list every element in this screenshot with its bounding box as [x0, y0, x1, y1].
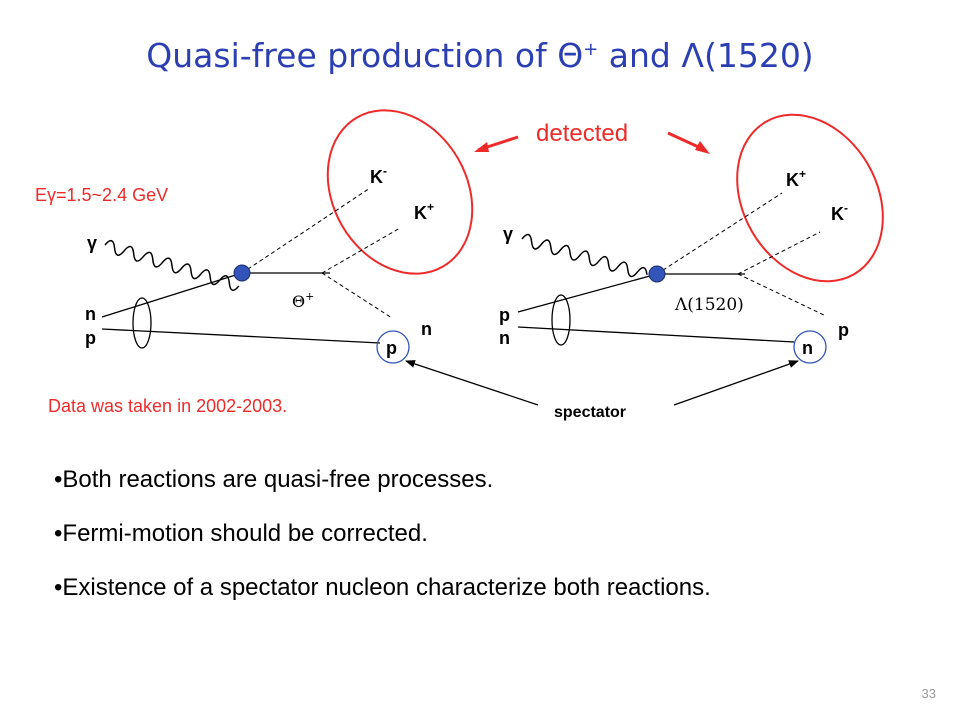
left-spectator-nucleon-label: p — [386, 338, 397, 358]
left-initial-bottom-label: p — [85, 328, 96, 348]
right-vertex — [648, 265, 666, 283]
left-k-lower-label: K+ — [414, 200, 434, 223]
left-k-minus-track — [241, 187, 371, 274]
right-deuteron-ellipse — [551, 294, 571, 346]
energy-label: Eγ=1.5~2.4 GeV — [35, 185, 168, 205]
left-neutron-track — [321, 272, 393, 319]
left-spectator-line — [101, 328, 381, 344]
left-outgoing-label: n — [421, 319, 432, 339]
left-detected-ellipse — [326, 109, 474, 275]
right-k-lower-label: K- — [831, 201, 848, 224]
left-initial-top-label: n — [85, 304, 96, 324]
detected-label: detected — [536, 120, 628, 147]
right-spectator-nucleon-label: n — [802, 338, 813, 358]
bullet-item: Both reactions are quasi-free processes. — [54, 462, 711, 516]
right-initial-top-label: p — [499, 305, 510, 325]
left-k-upper-label: K- — [370, 164, 387, 187]
left-deuteron-ellipse — [132, 297, 152, 349]
right-proton-track — [737, 273, 827, 317]
right-initial-bottom-label: n — [499, 328, 510, 348]
reaction-diagram: detected Eγ=1.5~2.4 GeV γ n p K- K+ Θ+ n… — [35, 109, 884, 421]
right-spectator-circle — [793, 330, 827, 364]
left-target-line — [101, 272, 243, 318]
bullet-item: Existence of a spectator nucleon charact… — [54, 570, 710, 624]
data-note: Data was taken in 2002-2003. — [48, 396, 287, 416]
right-detected-ellipse — [736, 113, 884, 283]
page-number: 33 — [921, 686, 936, 701]
bullet-list: Both reactions are quasi-free processes.… — [54, 462, 711, 624]
right-spectator-line — [517, 326, 795, 343]
bullet-item: Fermi-motion should be corrected. — [54, 516, 711, 570]
left-spectator-circle — [376, 330, 410, 364]
left-gamma-label: γ — [87, 233, 97, 253]
spectator-arrow-left — [405, 360, 539, 406]
left-reaction: γ n p K- K+ Θ+ n p — [85, 109, 474, 364]
right-photon-line — [521, 233, 648, 278]
slide-title: Quasi-free production of Θ+ and Λ(1520) — [146, 36, 814, 75]
left-intermediate-label: Θ+ — [292, 290, 314, 311]
right-reaction: γ p n K+ K- Λ(1520) p n — [499, 113, 884, 364]
right-k-plus-track — [656, 192, 783, 275]
spectator-arrow-right — [673, 360, 799, 406]
left-k-plus-track — [321, 227, 401, 274]
right-k-upper-label: K+ — [786, 167, 806, 190]
spectator-label: spectator — [554, 404, 626, 421]
detected-arrowhead-right — [695, 141, 710, 154]
detected-arrowhead-left — [474, 142, 489, 152]
right-gamma-label: γ — [503, 224, 513, 244]
right-outgoing-label: p — [838, 320, 849, 340]
left-photon-line — [104, 239, 240, 291]
left-vertex — [233, 264, 251, 282]
right-k-minus-track — [737, 231, 821, 275]
right-target-line — [517, 273, 658, 313]
right-intermediate-label: Λ(1520) — [674, 295, 744, 315]
